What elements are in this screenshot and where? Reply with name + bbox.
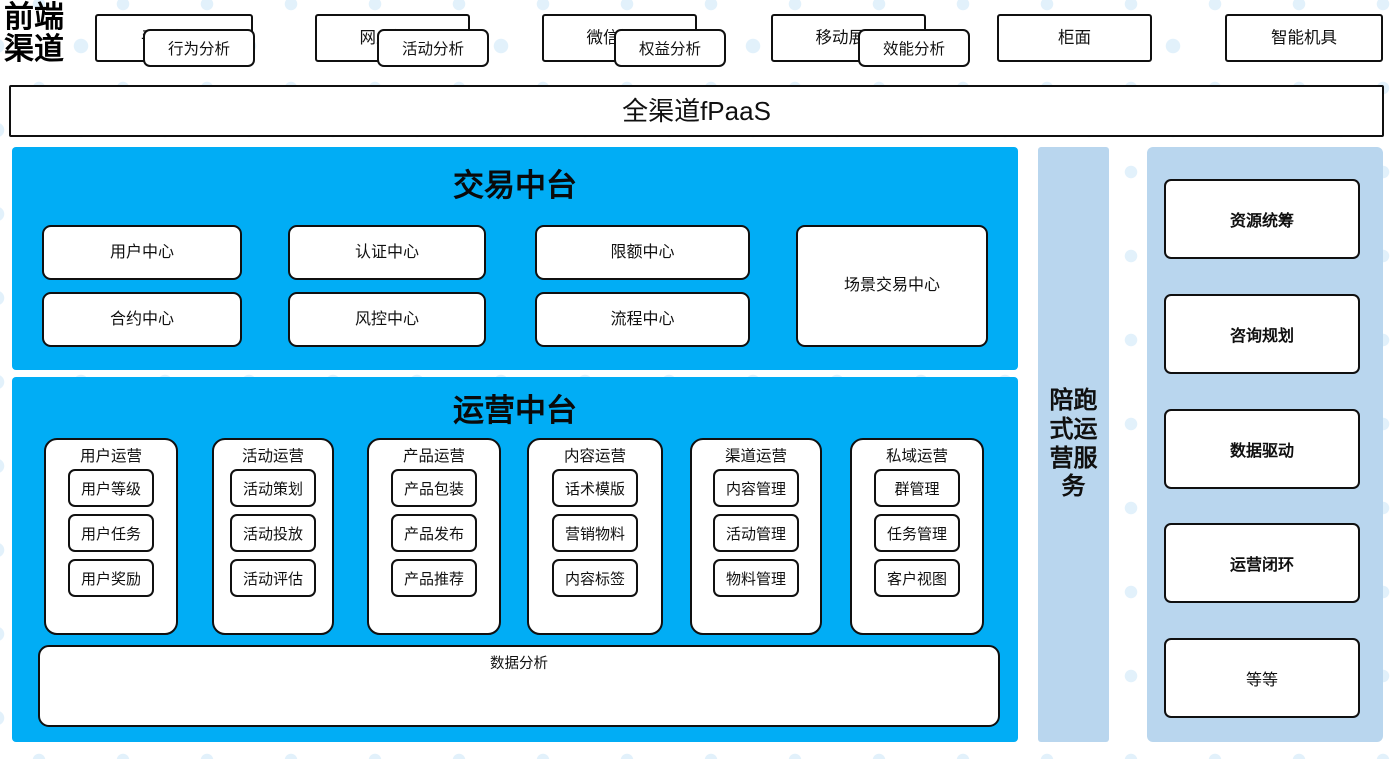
ops-sub-item[interactable]: 任务管理 bbox=[874, 514, 960, 552]
channel-box-5[interactable]: 柜面 bbox=[997, 14, 1152, 62]
ops-sub-item[interactable]: 产品包装 bbox=[391, 469, 477, 507]
ops-group-title: 内容运营 bbox=[563, 448, 626, 465]
sidebar-card-4[interactable]: 运营闭环 bbox=[1164, 523, 1360, 603]
ops-group-6[interactable]: 私域运营群管理任务管理客户视图 bbox=[850, 438, 984, 635]
ops-group-3[interactable]: 产品运营产品包装产品发布产品推荐 bbox=[367, 438, 501, 635]
ops-sub-item[interactable]: 活动管理 bbox=[713, 514, 799, 552]
data-analysis-box-3[interactable]: 权益分析 bbox=[614, 29, 726, 67]
ops-sub-item[interactable]: 用户任务 bbox=[68, 514, 154, 552]
right-sidebar: 资源统筹咨询规划数据驱动运营闭环等等 bbox=[1147, 147, 1383, 742]
trade-center-box-2[interactable]: 认证中心 bbox=[288, 225, 486, 280]
trade-center-title: 交易中台 bbox=[453, 168, 577, 203]
trade-center-box-6[interactable]: 流程中心 bbox=[535, 292, 750, 347]
ops-sub-item[interactable]: 内容标签 bbox=[552, 559, 638, 597]
ops-sub-item[interactable]: 内容管理 bbox=[713, 469, 799, 507]
accompanying-operation-service-column[interactable]: 陪跑式运营服务 bbox=[1038, 147, 1109, 742]
ops-sub-item[interactable]: 话术模版 bbox=[552, 469, 638, 507]
front-channel-label: 前端 渠道 bbox=[4, 1, 82, 67]
data-analysis-strip: 数据分析 bbox=[38, 645, 1000, 727]
ops-group-title: 用户运营 bbox=[79, 448, 142, 465]
front-channel-label-line2: 渠道 bbox=[4, 33, 64, 67]
ops-group-title: 产品运营 bbox=[402, 448, 465, 465]
ops-group-5[interactable]: 渠道运营内容管理活动管理物料管理 bbox=[690, 438, 822, 635]
sidebar-card-3[interactable]: 数据驱动 bbox=[1164, 409, 1360, 489]
data-analysis-title: 数据分析 bbox=[490, 656, 548, 672]
ops-group-title: 活动运营 bbox=[241, 448, 304, 465]
ops-sub-item[interactable]: 活动策划 bbox=[230, 469, 316, 507]
ops-group-1[interactable]: 用户运营用户等级用户任务用户奖励 bbox=[44, 438, 178, 635]
ops-group-title: 渠道运营 bbox=[724, 448, 787, 465]
ops-center-title: 运营中台 bbox=[453, 393, 577, 428]
omni-channel-fpaas-bar[interactable]: 全渠道fPaaS bbox=[9, 85, 1384, 137]
ops-group-title: 私域运营 bbox=[885, 448, 948, 465]
ops-sub-item[interactable]: 群管理 bbox=[874, 469, 960, 507]
trade-center-box-1[interactable]: 用户中心 bbox=[42, 225, 242, 280]
ops-sub-item[interactable]: 客户视图 bbox=[874, 559, 960, 597]
ops-sub-item[interactable]: 用户奖励 bbox=[68, 559, 154, 597]
ops-sub-item[interactable]: 物料管理 bbox=[713, 559, 799, 597]
trade-center-box-3[interactable]: 限额中心 bbox=[535, 225, 750, 280]
ops-group-2[interactable]: 活动运营活动策划活动投放活动评估 bbox=[212, 438, 334, 635]
ops-sub-item[interactable]: 营销物料 bbox=[552, 514, 638, 552]
ops-sub-item[interactable]: 产品发布 bbox=[391, 514, 477, 552]
ops-group-4[interactable]: 内容运营话术模版营销物料内容标签 bbox=[527, 438, 663, 635]
channel-box-6[interactable]: 智能机具 bbox=[1225, 14, 1383, 62]
data-analysis-box-4[interactable]: 效能分析 bbox=[858, 29, 970, 67]
sidebar-card-2[interactable]: 咨询规划 bbox=[1164, 294, 1360, 374]
trade-center-box-5[interactable]: 风控中心 bbox=[288, 292, 486, 347]
ops-sub-item[interactable]: 活动评估 bbox=[230, 559, 316, 597]
trade-center-box-7[interactable]: 场景交易中心 bbox=[796, 225, 988, 347]
service-column-label: 陪跑式运营服务 bbox=[1049, 386, 1098, 501]
ops-sub-item[interactable]: 活动投放 bbox=[230, 514, 316, 552]
data-analysis-box-2[interactable]: 活动分析 bbox=[377, 29, 489, 67]
sidebar-card-5[interactable]: 等等 bbox=[1164, 638, 1360, 718]
ops-sub-item[interactable]: 产品推荐 bbox=[391, 559, 477, 597]
front-channel-label-line1: 前端 bbox=[4, 1, 64, 34]
sidebar-card-1[interactable]: 资源统筹 bbox=[1164, 179, 1360, 259]
ops-sub-item[interactable]: 用户等级 bbox=[68, 469, 154, 507]
data-analysis-box-1[interactable]: 行为分析 bbox=[143, 29, 255, 67]
trade-center-box-4[interactable]: 合约中心 bbox=[42, 292, 242, 347]
